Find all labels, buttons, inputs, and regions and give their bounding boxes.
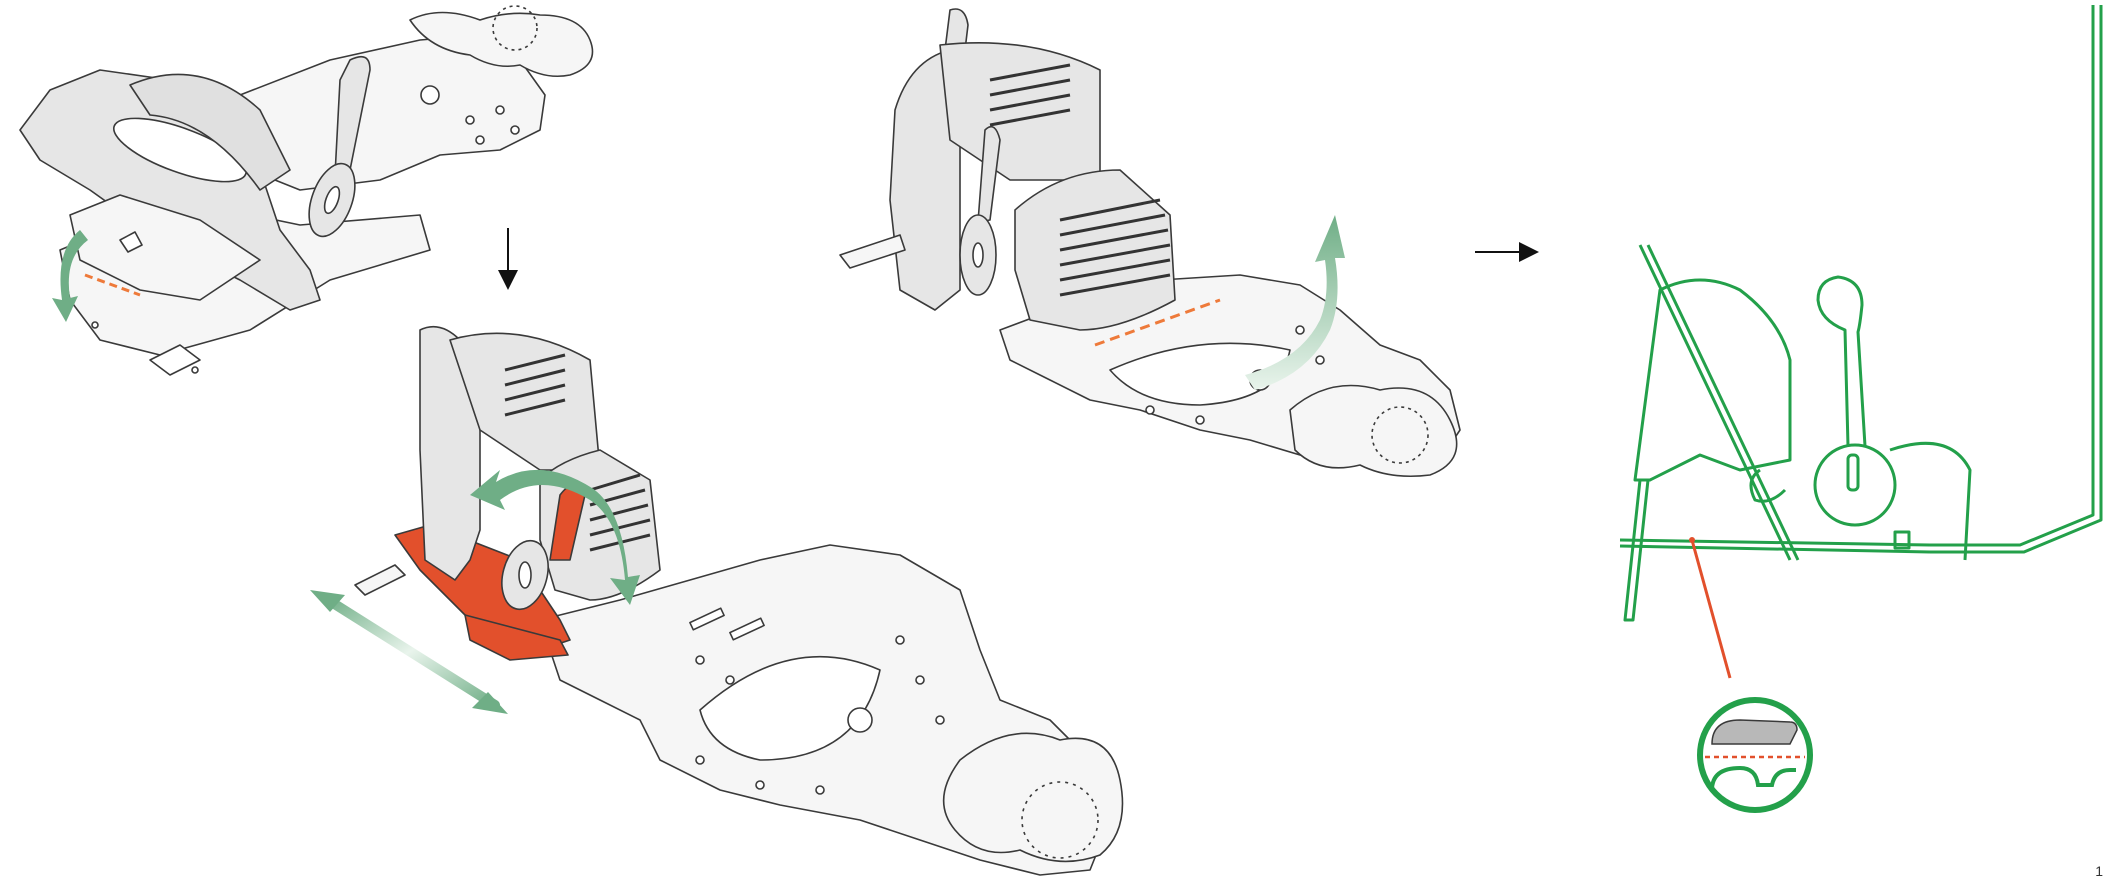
seat-c (940, 43, 1100, 180)
butterfly-part-c (1290, 386, 1457, 477)
profile-front-frame (1640, 245, 1790, 560)
callout-leader (1692, 540, 1730, 678)
drum-c (1015, 170, 1175, 330)
profile-base (1620, 540, 1930, 545)
profile-wheel (1815, 445, 1895, 525)
fold-detail-icon (1700, 700, 1810, 810)
profile-lever (1818, 277, 1865, 446)
side-profile (1620, 5, 2101, 620)
step-b-model (355, 327, 1123, 875)
profile-back-panel (1930, 5, 2093, 545)
step-a-model (20, 6, 593, 375)
butterfly-part-bottom (944, 733, 1123, 861)
profile-leg (1625, 480, 1648, 620)
page-number: 1 (2095, 863, 2103, 879)
step-c-model (840, 9, 1460, 476)
